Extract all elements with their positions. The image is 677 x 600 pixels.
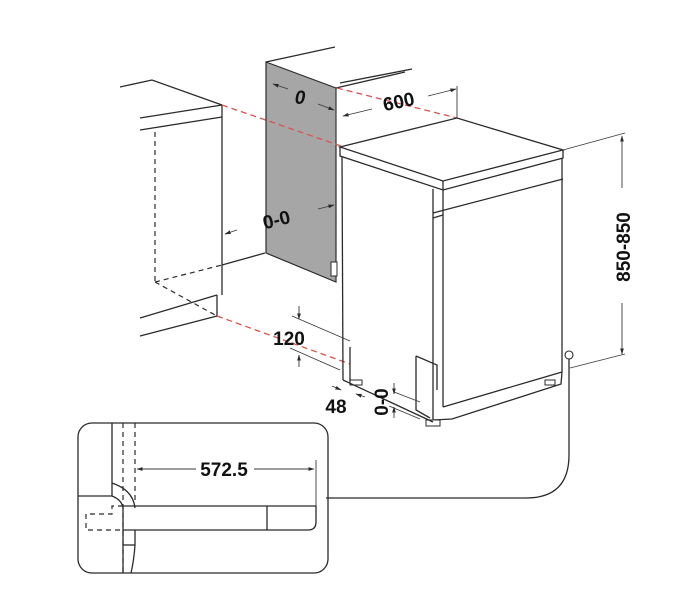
door-depth-label: 572.5 (200, 460, 248, 481)
width-label: 600 (381, 89, 416, 116)
dishwasher (337, 117, 574, 427)
side-wall-panel (265, 46, 413, 283)
height-label: 850-850 (614, 212, 635, 282)
floor-gap-label: 0-0 (372, 388, 393, 415)
left-cabinet (119, 79, 266, 337)
detail-leader-line (326, 359, 570, 499)
width-dimension: 600 (342, 86, 458, 118)
foot-offset-dimension: 48 (325, 385, 366, 418)
floor-gap-dimension: 0-0 (372, 383, 421, 420)
alignment-guides (216, 87, 458, 365)
plinth-label: 120 (273, 329, 305, 350)
detail-inset: 572.5 (77, 422, 329, 574)
foot-offset-label: 48 (325, 397, 346, 418)
plinth-dimension: 120 (273, 306, 351, 371)
top-gap-label: 0 (295, 88, 306, 109)
height-dimension: 850-850 (562, 132, 635, 369)
